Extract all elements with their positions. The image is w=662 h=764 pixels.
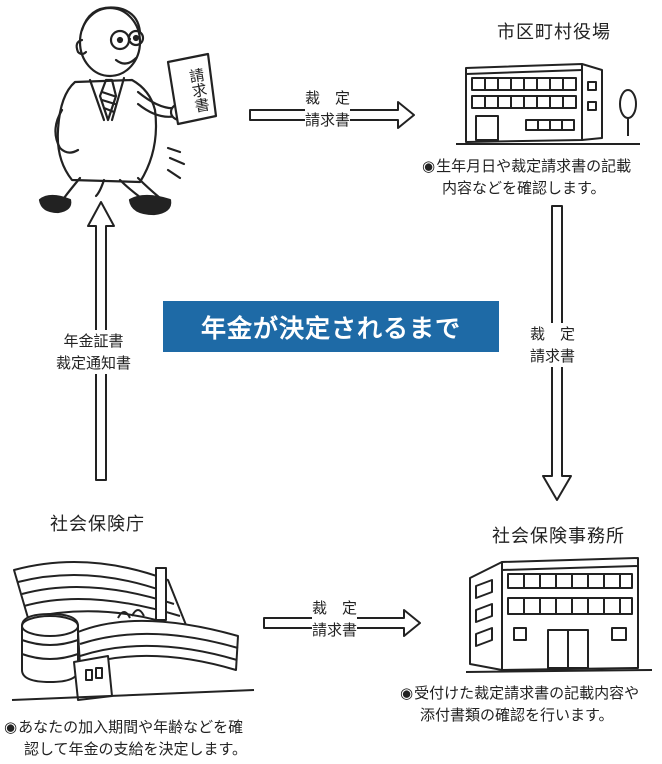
social-insurance-agency-title: 社会保険庁 — [50, 514, 145, 535]
pension-office-building-illustration — [462, 556, 654, 676]
social-insurance-agency-building-illustration — [8, 540, 258, 705]
bullet-icon: ◉ — [422, 157, 436, 175]
bullet-icon: ◉ — [4, 718, 18, 736]
arrow-label-office-to-pension: 裁 定 請求書 — [530, 323, 576, 367]
pension-office-title: 社会保険事務所 — [492, 526, 625, 547]
pension-office-note: ◉受付けた裁定請求書の記載内容や 添付書類の確認を行います。 — [400, 684, 640, 724]
applicant-person-illustration: 請求書 — [20, 0, 245, 218]
arrow-label-agency-to-person: 年金証書 裁定通知書 — [56, 330, 132, 374]
arrow-label-person-to-office: 裁 定 請求書 — [305, 87, 351, 131]
arrow-label-agency-to-pension: 裁 定 請求書 — [312, 597, 358, 641]
page-title-banner: 年金が決定されるまで — [163, 301, 499, 352]
municipal-office-note: ◉生年月日や裁定請求書の記載 内容などを確認します。 — [422, 157, 632, 197]
bullet-icon: ◉ — [400, 684, 414, 702]
social-insurance-agency-note: ◉あなたの加入期間や年齢などを確 認して年金の支給を決定します。 — [4, 718, 248, 758]
municipal-office-title: 市区町村役場 — [497, 22, 611, 43]
municipal-office-building-illustration — [452, 58, 642, 148]
